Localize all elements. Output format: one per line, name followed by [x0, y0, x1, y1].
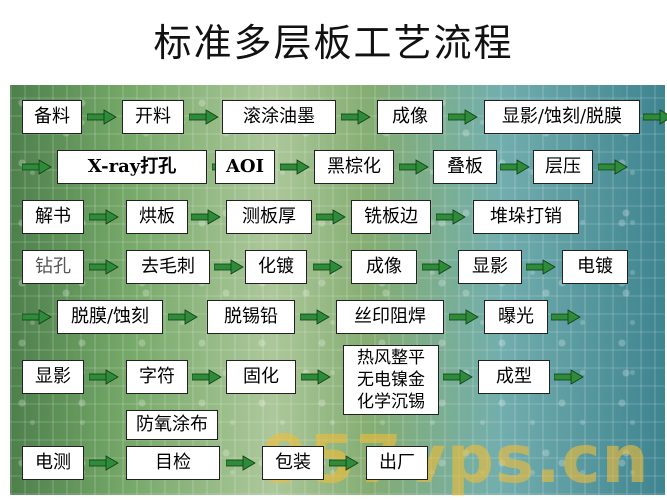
flow-arrow-icon [399, 159, 429, 175]
process-step-box: 曝光 [484, 300, 548, 334]
process-step-box: 固化 [226, 360, 296, 394]
flow-arrow-icon [551, 309, 581, 325]
process-step-box: AOI [215, 150, 275, 184]
flow-arrow-icon [436, 209, 466, 225]
process-step-box: 叠板 [433, 150, 497, 184]
diagram-title: 标准多层板工艺流程 [153, 21, 514, 65]
flow-arrow-icon [214, 259, 244, 275]
flow-arrow-icon [89, 369, 119, 385]
process-step-box: 去毛刺 [126, 250, 210, 284]
process-step-box: 堆垛打销 [473, 200, 579, 234]
process-step-box: 包装 [262, 446, 324, 480]
flow-arrow-icon [226, 455, 256, 471]
flow-arrow-icon [449, 309, 479, 325]
process-step-box: 开料 [122, 100, 184, 134]
flow-arrow-icon [22, 159, 52, 175]
flow-arrow-icon [526, 259, 556, 275]
flow-arrow-icon [87, 109, 117, 125]
watermark: 957vps.cn [262, 421, 650, 498]
process-step-box: 显影 [458, 250, 522, 284]
process-step-box: 化镀 [245, 250, 307, 284]
process-step-box: 成像 [351, 250, 417, 284]
process-step-box: 显影 [22, 360, 84, 394]
process-step-box: 黑棕化 [314, 150, 394, 184]
process-step-box: 电镀 [562, 250, 628, 284]
flow-arrow-icon [443, 369, 473, 385]
process-step-box: 层压 [533, 150, 593, 184]
process-step-box: 备料 [22, 100, 82, 134]
flow-arrow-icon [89, 455, 119, 471]
process-step-box: 测板厚 [226, 200, 312, 234]
process-step-box: 烘板 [126, 200, 188, 234]
flow-arrow-icon [316, 209, 346, 225]
process-step-box: 丝印阻焊 [336, 300, 444, 334]
flow-arrow-icon [89, 209, 119, 225]
process-step-box: 解书 [22, 200, 84, 234]
process-step-box: 脱膜/蚀刻 [57, 300, 163, 334]
flow-arrow-icon [89, 259, 119, 275]
flow-arrow-icon [189, 109, 219, 125]
process-step-box: 显影/蚀刻/脱膜 [484, 100, 640, 134]
flow-arrow-icon [313, 259, 343, 275]
flow-arrow-icon [341, 109, 371, 125]
flow-arrow-icon [300, 309, 330, 325]
process-step-box: 成型 [478, 360, 550, 394]
process-step-box: 铣板边 [351, 200, 431, 234]
flow-arrow-icon [280, 159, 310, 175]
flow-arrow-icon [329, 455, 359, 471]
process-step-box: 成像 [377, 100, 443, 134]
flow-arrow-icon [448, 109, 478, 125]
flow-arrow-icon [301, 369, 331, 385]
flow-arrow-icon [598, 159, 628, 175]
flow-arrow-icon [554, 369, 584, 385]
flow-arrow-icon [168, 309, 198, 325]
process-step-box: 出厂 [366, 446, 428, 480]
flow-arrow-icon [192, 369, 222, 385]
process-step-box: 目检 [126, 446, 220, 480]
process-step-box: X-ray打孔 [57, 150, 207, 184]
flow-arrow-icon [22, 309, 52, 325]
process-step-box: 热风整平 无电镍金 化学沉锡 [343, 345, 439, 415]
flow-arrow-icon [422, 259, 452, 275]
process-step-box: 防氧涂布 [126, 410, 218, 440]
flow-arrow-icon [191, 209, 221, 225]
flow-arrow-icon [643, 109, 667, 125]
flow-arrow-icon [500, 159, 530, 175]
process-step-box: 字符 [126, 360, 188, 394]
process-step-box: 钻孔 [22, 250, 84, 284]
process-step-box: 滚涂油墨 [222, 100, 336, 134]
process-step-box: 电测 [22, 446, 84, 480]
process-step-box: 脱锡铅 [207, 300, 295, 334]
